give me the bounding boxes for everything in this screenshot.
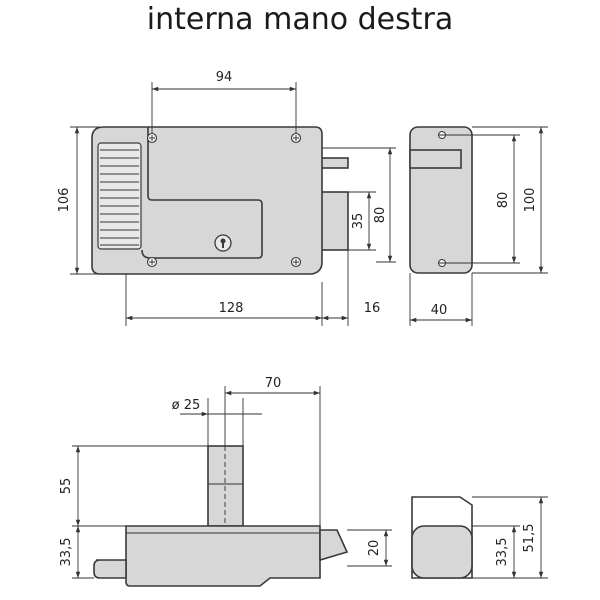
- cover-plate-edge: [141, 127, 263, 259]
- dim-side-outer-height: 100: [523, 188, 538, 213]
- dim-cylinder-length: 55: [59, 478, 74, 495]
- key-cylinder: [207, 445, 244, 527]
- vent-grille: [97, 142, 142, 250]
- dim-cylinder-diameter: ø 25: [172, 398, 201, 413]
- side-view: 80 100 40: [409, 126, 548, 326]
- deadbolt-top: [319, 157, 349, 169]
- keyhole-icon: [214, 234, 232, 252]
- bottom-view: ø 25 70 55 33,5 20: [59, 376, 392, 587]
- page-title: interna mano destra: [146, 2, 454, 37]
- dim-end-body-height: 33,5: [495, 538, 510, 567]
- dim-bolt-offset: 16: [364, 301, 381, 316]
- front-view: 94 106 128 16 35 80: [57, 70, 396, 326]
- dim-bolt-height: 35: [351, 213, 366, 230]
- side-bolt: [409, 149, 462, 169]
- dim-box-height: 80: [373, 207, 388, 224]
- dim-side-inner-height: 80: [496, 192, 511, 209]
- dim-body-height: 33,5: [59, 538, 74, 567]
- screw-holes: [146, 132, 302, 268]
- side-body: [409, 126, 473, 274]
- dim-latch: 20: [367, 540, 382, 557]
- dim-cylinder-offset: 70: [265, 376, 282, 391]
- bottom-latch: [319, 529, 349, 562]
- dim-height: 106: [57, 188, 72, 213]
- latch-bolt: [319, 191, 349, 251]
- dim-hole-spacing: 94: [216, 70, 233, 85]
- bottom-flange: [93, 559, 127, 579]
- dim-width: 128: [219, 301, 244, 316]
- end-view: 33,5 51,5: [411, 496, 548, 579]
- bottom-body: [125, 525, 321, 587]
- end-body: [411, 525, 473, 579]
- dim-side-depth: 40: [431, 303, 448, 318]
- dim-end-total-height: 51,5: [522, 524, 537, 553]
